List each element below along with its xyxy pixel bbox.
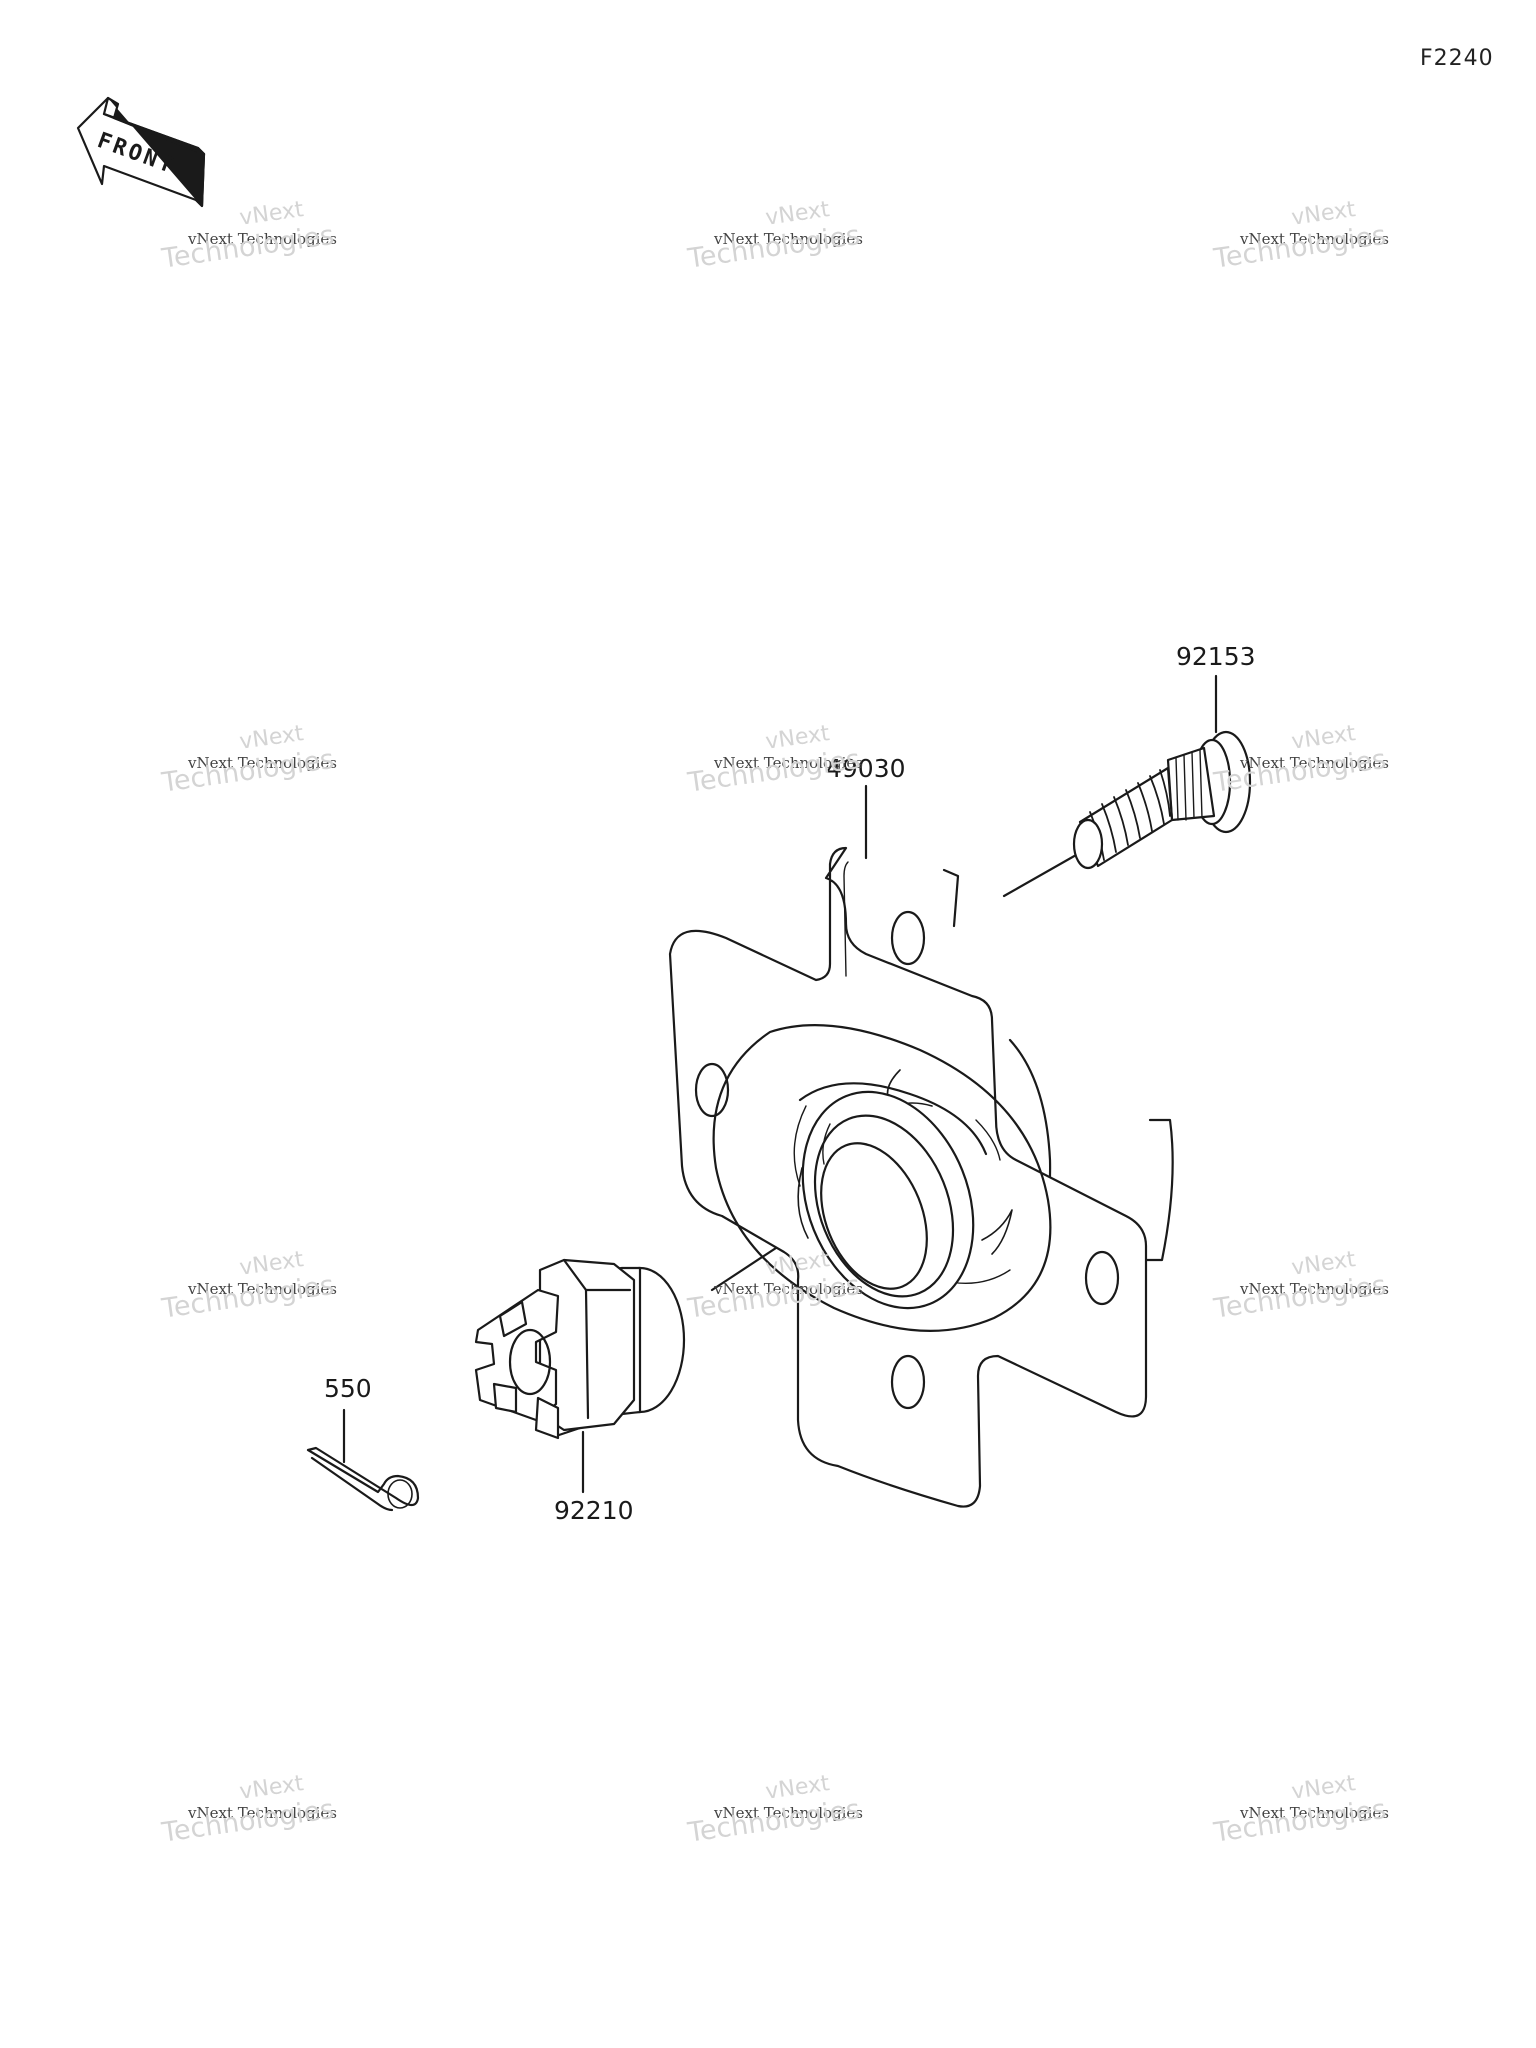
wheel-stud-92153 — [1072, 730, 1252, 870]
part-label-92210[interactable]: 92210 — [554, 1496, 634, 1525]
part-label-49030[interactable]: 49030 — [826, 754, 906, 783]
part-label-550[interactable]: 550 — [324, 1374, 372, 1403]
figure-code: F2240 — [1420, 46, 1494, 71]
front-direction-arrow-icon: FRONT — [76, 96, 206, 208]
cotter-pin-550 — [306, 1446, 420, 1512]
castle-nut-92210 — [474, 1258, 686, 1440]
part-label-92153[interactable]: 92153 — [1176, 642, 1256, 671]
wheel-hub-49030 — [668, 846, 1174, 1508]
